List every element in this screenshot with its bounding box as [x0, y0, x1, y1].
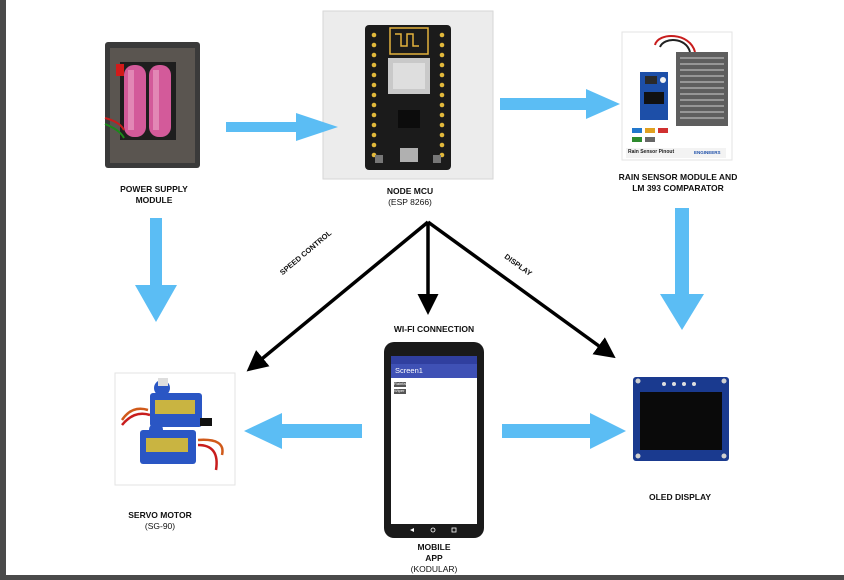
rain-card-text: Rain Sensor Pinout	[628, 149, 674, 155]
servo-subtitle: (SG-90)	[144, 521, 176, 531]
arrow-power-to-nodemcu	[226, 113, 338, 141]
wifi-label: WI-FI CONNECTION	[378, 324, 490, 335]
power-supply-label: POWER SUPPLY MODULE	[112, 184, 196, 206]
servo-motor-image	[114, 372, 236, 486]
mobile-app-title-2: APP	[425, 553, 443, 563]
rain-sensor-title-2: LM 393 COMPARATOR	[632, 183, 724, 193]
rain-brand-text: ENGINEERS	[694, 150, 721, 155]
arrow-app-to-oled	[502, 413, 626, 449]
wifi-title: WI-FI CONNECTION	[393, 324, 475, 334]
nodemcu-title: NODE MCU	[386, 186, 434, 196]
rain-sensor-title-1: RAIN SENSOR MODULE AND	[618, 172, 738, 182]
rain-sensor-image	[621, 31, 733, 161]
oled-title: OLED DISPLAY	[648, 492, 712, 502]
left-edge-bar	[0, 0, 6, 580]
servo-label: SERVO MOTOR (SG-90)	[118, 510, 202, 532]
arrow-power-to-servo	[135, 218, 177, 322]
app-wiper-button[interactable]: Wiper	[394, 388, 405, 393]
mobile-app-label: MOBILE APP (KODULAR)	[392, 542, 476, 575]
rain-card-text-1: Rain Sensor	[628, 149, 658, 155]
power-supply-title-1: POWER SUPPLY	[120, 184, 188, 194]
nodemcu-image	[322, 10, 494, 180]
rain-sensor-label: RAIN SENSOR MODULE AND LM 393 COMPARATOR	[608, 172, 748, 194]
app-screen-title: Screen1	[395, 366, 423, 375]
power-supply-image	[104, 42, 200, 168]
mobile-app-subtitle: (KODULAR)	[410, 564, 458, 574]
app-rainfall-button[interactable]: Rainfall	[394, 381, 406, 386]
rain-card-text-2: Pinout	[658, 149, 675, 155]
arrow-rain-to-oled	[660, 208, 704, 330]
oled-label: OLED DISPLAY	[635, 492, 725, 503]
oled-display-image	[633, 377, 729, 461]
arrow-display	[426, 220, 616, 359]
arrow-nodemcu-to-rain	[500, 89, 620, 119]
bottom-edge-bar	[0, 575, 844, 580]
servo-title: SERVO MOTOR	[128, 510, 192, 520]
mobile-phone-image	[384, 342, 484, 538]
mobile-app-title-1: MOBILE	[417, 542, 451, 552]
nodemcu-subtitle: (ESP 8266)	[388, 197, 432, 207]
arrow-app-to-servo	[244, 413, 362, 449]
power-supply-title-2: MODULE	[135, 195, 173, 205]
nodemcu-label: NODE MCU (ESP 8266)	[370, 186, 450, 208]
arrow-speed-control	[246, 220, 430, 372]
